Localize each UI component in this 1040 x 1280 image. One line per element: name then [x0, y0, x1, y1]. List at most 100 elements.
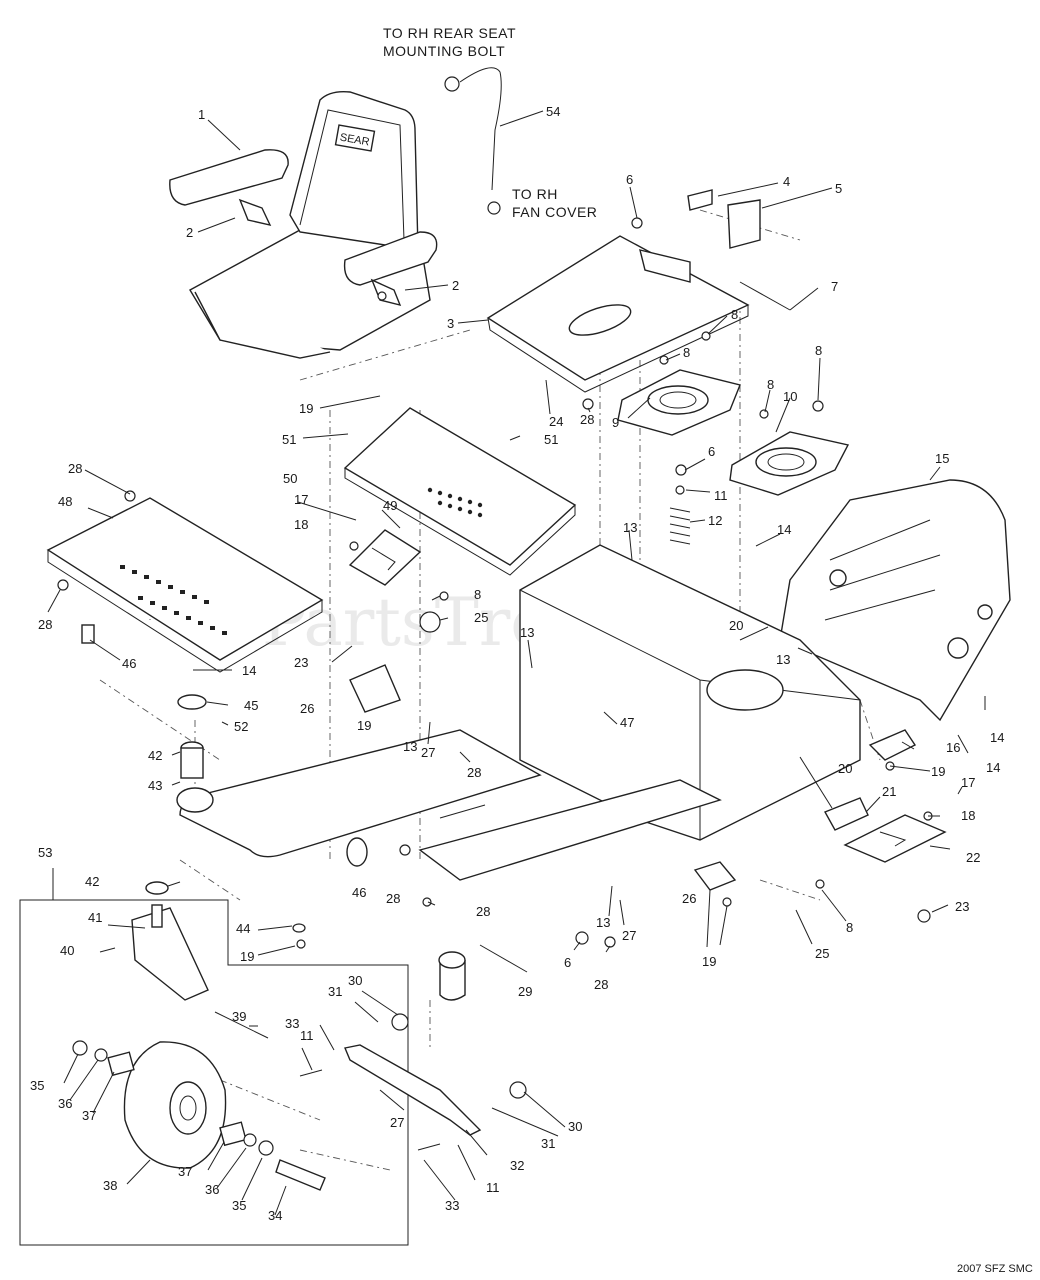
caster-assembly: [19, 899, 409, 1246]
drawing-stamp: 2007 SFZ SMC: [957, 1263, 1033, 1275]
callout-2: 2: [186, 225, 193, 240]
callout-52: 52: [234, 719, 248, 734]
note-fan-cover-line1: TO RH: [512, 186, 558, 202]
callout-37: 37: [82, 1108, 96, 1123]
callout-6: 6: [708, 444, 715, 459]
callout-40: 40: [60, 943, 74, 958]
note-seat-bolt-line1: TO RH REAR SEAT: [383, 25, 516, 41]
callout-27: 27: [390, 1115, 404, 1130]
callout-26: 26: [682, 891, 696, 906]
callout-41: 41: [88, 910, 102, 925]
callout-45: 45: [244, 698, 258, 713]
callout-18: 18: [961, 808, 975, 823]
callout-28: 28: [68, 461, 82, 476]
callout-27: 27: [622, 928, 636, 943]
callout-51: 51: [544, 432, 558, 447]
callout-19: 19: [702, 954, 716, 969]
callout-43: 43: [148, 778, 162, 793]
callout-42: 42: [85, 874, 99, 889]
ground-cable: [444, 67, 502, 215]
callout-31: 31: [328, 984, 342, 999]
callout-28: 28: [580, 412, 594, 427]
callout-24: 24: [549, 414, 563, 429]
callout-3: 3: [447, 316, 454, 331]
rear-bumper: [779, 479, 1011, 722]
callout-28: 28: [467, 765, 481, 780]
callout-15: 15: [935, 451, 949, 466]
callout-6: 6: [626, 172, 633, 187]
callout-8: 8: [846, 920, 853, 935]
cover-panel: [343, 407, 577, 576]
callout-13: 13: [520, 625, 534, 640]
callout-42: 42: [148, 748, 162, 763]
callout-46: 46: [352, 885, 366, 900]
callout-11: 11: [714, 488, 728, 503]
callout-10: 10: [783, 389, 797, 404]
note-fan-cover-line2: FAN COVER: [512, 204, 597, 220]
callout-8: 8: [683, 345, 690, 360]
callout-8: 8: [474, 587, 481, 602]
callout-33: 33: [445, 1198, 459, 1213]
callout-37: 37: [178, 1164, 192, 1179]
callout-31: 31: [541, 1136, 555, 1151]
callout-38: 38: [103, 1178, 117, 1193]
callout-13: 13: [596, 915, 610, 930]
callout-19: 19: [357, 718, 371, 733]
seat-plate: [486, 235, 750, 393]
callout-28: 28: [386, 891, 400, 906]
lever-arm: [299, 1013, 527, 1151]
callout-14: 14: [986, 760, 1000, 775]
callout-23: 23: [955, 899, 969, 914]
note-seat-bolt-line2: MOUNTING BOLT: [383, 43, 505, 59]
callout-13: 13: [776, 652, 790, 667]
callout-34: 34: [268, 1208, 282, 1223]
callouts: 1 2 2 3 4 5 6 6 6 7 8 8 8 8 8 8 9 10 11 …: [30, 104, 1004, 1223]
callout-33: 33: [285, 1016, 299, 1031]
callout-25: 25: [815, 946, 829, 961]
callout-51: 51: [282, 432, 296, 447]
callout-2: 2: [452, 278, 459, 293]
callout-46: 46: [122, 656, 136, 671]
callout-28: 28: [38, 617, 52, 632]
callout-54: 54: [546, 104, 560, 119]
seat-logo: SEAR: [339, 131, 371, 148]
callout-1: 1: [198, 107, 205, 122]
callout-20: 20: [729, 618, 743, 633]
callout-8: 8: [731, 307, 738, 322]
callout-39: 39: [232, 1009, 246, 1024]
callout-25: 25: [474, 610, 488, 625]
callout-28: 28: [476, 904, 490, 919]
callout-30: 30: [348, 973, 362, 988]
callout-5: 5: [835, 181, 842, 196]
callout-23: 23: [294, 655, 308, 670]
spring: [669, 507, 691, 545]
callout-35: 35: [232, 1198, 246, 1213]
callout-8: 8: [815, 343, 822, 358]
callout-50: 50: [283, 471, 297, 486]
callout-13: 13: [403, 739, 417, 754]
callout-28: 28: [594, 977, 608, 992]
callout-6: 6: [564, 955, 571, 970]
pedal-plate-left: [348, 529, 422, 586]
callout-22: 22: [966, 850, 980, 865]
callout-32: 32: [510, 1158, 524, 1173]
callout-29: 29: [518, 984, 532, 999]
callout-36: 36: [205, 1182, 219, 1197]
callout-48: 48: [58, 494, 72, 509]
callout-14: 14: [777, 522, 791, 537]
callout-14: 14: [990, 730, 1004, 745]
callout-19: 19: [240, 949, 254, 964]
callout-18: 18: [294, 517, 308, 532]
callout-30: 30: [568, 1119, 582, 1134]
callout-21: 21: [882, 784, 896, 799]
callout-8: 8: [767, 377, 774, 392]
callout-20: 20: [838, 761, 852, 776]
callout-47: 47: [620, 715, 634, 730]
callout-44: 44: [236, 921, 250, 936]
callout-35: 35: [30, 1078, 44, 1093]
seat: SEAR: [169, 90, 438, 359]
foot-pan: [46, 497, 324, 673]
callout-9: 9: [612, 415, 619, 430]
callout-12: 12: [708, 513, 722, 528]
